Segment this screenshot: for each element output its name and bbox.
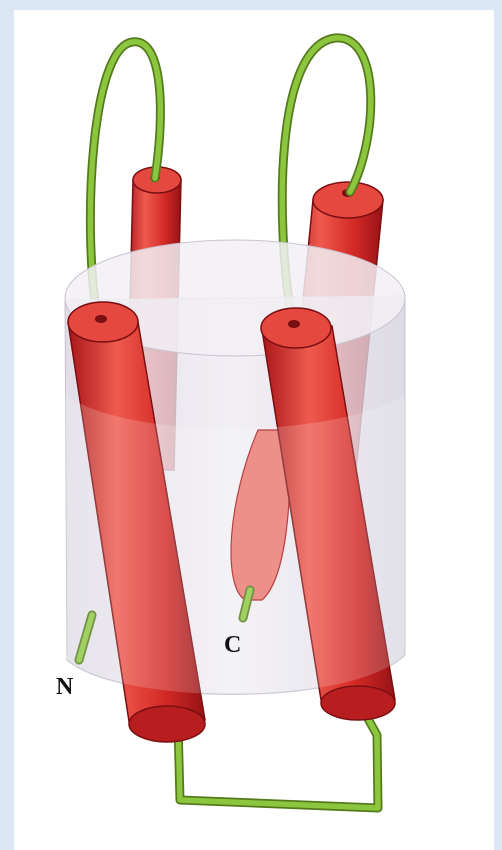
label-n-terminus: N bbox=[56, 674, 74, 700]
loop-bottom bbox=[178, 708, 378, 808]
label-c-terminus: C bbox=[224, 632, 241, 658]
